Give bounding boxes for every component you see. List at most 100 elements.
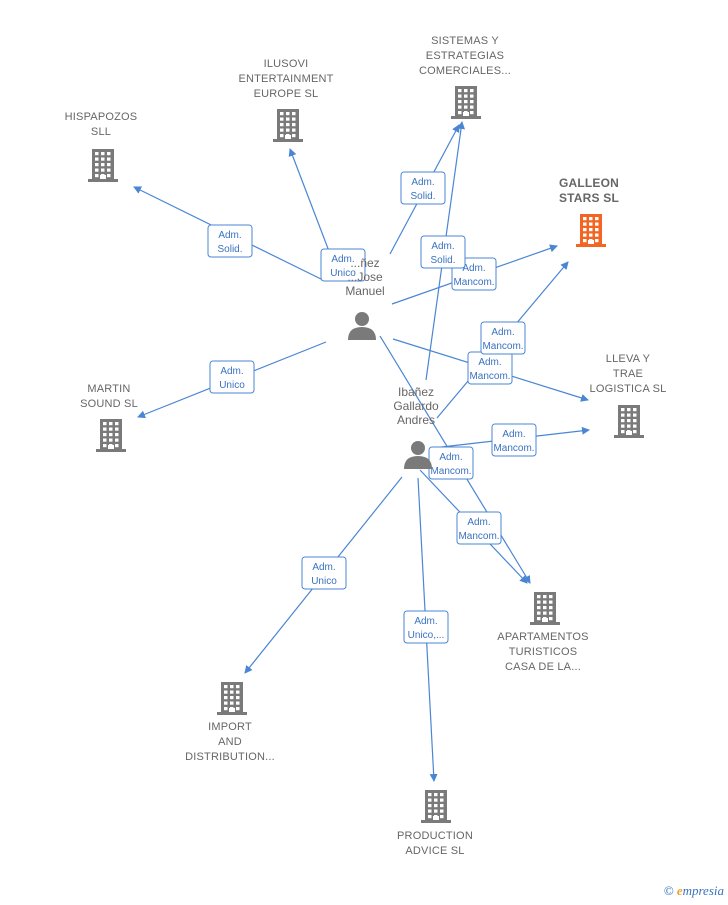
edge-label-box bbox=[320, 248, 366, 282]
edge-label-p1-hispapozos[interactable]: Adm. Solid. bbox=[207, 224, 253, 258]
edge-label-box bbox=[209, 360, 255, 394]
edge-label-text: Adm. bbox=[439, 452, 462, 463]
company-label: ENTERTAINMENT bbox=[238, 73, 333, 85]
edge-label-text: Solid. bbox=[410, 191, 435, 202]
edge-label-p2-import[interactable]: Adm. Unico bbox=[301, 556, 347, 590]
person-label: Ibañez bbox=[398, 385, 434, 399]
company-label: DISTRIBUTION... bbox=[185, 751, 275, 763]
nodes-layer: HISPAPOZOS SLL ILUSOVI ENTERTAINMENT EUROPE … bbox=[65, 35, 667, 857]
company-node-martin[interactable]: MARTIN SOUND SL bbox=[80, 383, 138, 452]
edge-label-p1-martin[interactable]: Adm. Unico bbox=[209, 360, 255, 394]
building-icon bbox=[614, 405, 644, 438]
building-icon bbox=[273, 109, 303, 142]
edge-label-p2-lleva[interactable]: Adm. Mancom. bbox=[491, 423, 537, 457]
company-label: COMERCIALES... bbox=[419, 65, 511, 77]
edge-label-box bbox=[491, 423, 537, 457]
company-label: LLEVA Y bbox=[606, 353, 651, 365]
watermark-initial: e bbox=[676, 883, 683, 898]
watermark-text: mpresia bbox=[682, 883, 724, 898]
company-label: HISPAPOZOS bbox=[65, 111, 138, 123]
company-label: MARTIN bbox=[87, 383, 130, 395]
edge-label-text: Unico bbox=[311, 576, 337, 587]
company-label: SISTEMAS Y bbox=[431, 35, 499, 47]
edge-label-text: Unico,... bbox=[408, 630, 445, 641]
edge-label-text: Mancom. bbox=[453, 277, 494, 288]
building-icon bbox=[96, 419, 126, 452]
company-label: ESTRATEGIAS bbox=[426, 50, 504, 62]
edge-label-p2-apartamentos[interactable]: Adm.Mancom. bbox=[428, 446, 474, 480]
edge-label-p2-sistemas[interactable]: Adm.Solid. bbox=[420, 235, 466, 269]
edge-label-p1-apartamentos[interactable]: Adm. Mancom. bbox=[456, 511, 502, 545]
company-label: AND bbox=[218, 736, 242, 748]
company-label: SOUND SL bbox=[80, 398, 138, 410]
edge-label-box bbox=[403, 610, 449, 644]
edge-label-text: Mancom. bbox=[493, 443, 534, 454]
edge-label-box bbox=[207, 224, 253, 258]
building-icon bbox=[451, 86, 481, 119]
edge-label-text: Adm. bbox=[462, 263, 485, 274]
building-icon bbox=[217, 682, 247, 715]
person-icon bbox=[348, 312, 376, 340]
building-icon bbox=[530, 592, 560, 625]
edge-label-text: Adm. bbox=[467, 517, 490, 528]
edge-label-text: Solid. bbox=[217, 244, 242, 255]
edge-label-p2-galleon[interactable]: Adm. Mancom. bbox=[480, 321, 526, 355]
company-node-ilusovi[interactable]: ILUSOVI ENTERTAINMENT EUROPE SL bbox=[238, 58, 333, 142]
edge-label-text: Mancom. bbox=[469, 371, 510, 382]
empresia-watermark: ©empresia bbox=[664, 883, 724, 899]
edge-label-box bbox=[456, 511, 502, 545]
edge-labels-layer: Adm.Solid.Adm.UnicoAdm.Solid.Adm.Mancom.… bbox=[207, 171, 537, 644]
building-icon bbox=[88, 149, 118, 182]
edge-label-box bbox=[301, 556, 347, 590]
edge-label-p2-production[interactable]: Adm. Unico,... bbox=[403, 610, 449, 644]
company-label: ADVICE SL bbox=[405, 845, 464, 857]
building-icon bbox=[421, 790, 451, 823]
company-label: EUROPE SL bbox=[254, 88, 319, 100]
edge-label-box bbox=[400, 171, 446, 205]
company-node-sistemas[interactable]: SISTEMAS Y ESTRATEGIAS COMERCIALES... bbox=[419, 35, 511, 119]
edge-label-text: Adm. bbox=[312, 562, 335, 573]
edge-label-text: Unico bbox=[219, 380, 245, 391]
company-label: PRODUCTION bbox=[397, 830, 473, 842]
edge-label-text: Adm. bbox=[491, 327, 514, 338]
company-node-production[interactable]: PRODUCTION ADVICE SL bbox=[397, 790, 473, 857]
company-label: TRAE bbox=[613, 368, 643, 380]
edge-label-p1-sistemas[interactable]: Adm. Solid. bbox=[400, 171, 446, 205]
edge-label-text: Adm. bbox=[478, 357, 501, 368]
company-label: LOGISTICA SL bbox=[590, 383, 667, 395]
company-label: STARS SL bbox=[559, 191, 619, 205]
copyright-icon: © bbox=[663, 883, 674, 898]
edge-label-text: Solid. bbox=[430, 255, 455, 266]
company-node-hispapozos[interactable]: HISPAPOZOS SLL bbox=[65, 111, 138, 182]
company-node-lleva[interactable]: LLEVA Y TRAE LOGISTICA SL bbox=[590, 353, 667, 438]
building-icon bbox=[576, 214, 606, 247]
person-label: ...ñez bbox=[350, 256, 379, 270]
person-label: Andres bbox=[397, 413, 435, 427]
edge-label-text: Adm. bbox=[414, 616, 437, 627]
edge-label-text: Adm. bbox=[220, 366, 243, 377]
company-node-import[interactable]: IMPORT AND DISTRIBUTION... bbox=[185, 682, 275, 763]
edge-label-text: Adm. bbox=[411, 177, 434, 188]
company-label: APARTAMENTOS bbox=[497, 631, 588, 643]
person-label: ...Jose bbox=[347, 270, 383, 284]
edge-label-text: Mancom. bbox=[482, 341, 523, 352]
edge-label-box bbox=[480, 321, 526, 355]
edge-label-p1-lleva[interactable]: Adm. Mancom. bbox=[467, 351, 513, 385]
edge-label-text: Adm. bbox=[218, 230, 241, 241]
company-label: SLL bbox=[91, 126, 111, 138]
edge-label-text: Mancom. bbox=[458, 531, 499, 542]
edge-label-text: Adm. bbox=[502, 429, 525, 440]
person-icon bbox=[404, 441, 432, 469]
person-label: Manuel bbox=[345, 284, 384, 298]
edge-label-p1-ilusovi[interactable]: Adm.Unico bbox=[320, 248, 366, 282]
company-label: IMPORT bbox=[208, 721, 252, 733]
company-label: GALLEON bbox=[559, 176, 619, 190]
company-label: ILUSOVI bbox=[264, 58, 309, 70]
company-label: TURISTICOS bbox=[509, 646, 578, 658]
